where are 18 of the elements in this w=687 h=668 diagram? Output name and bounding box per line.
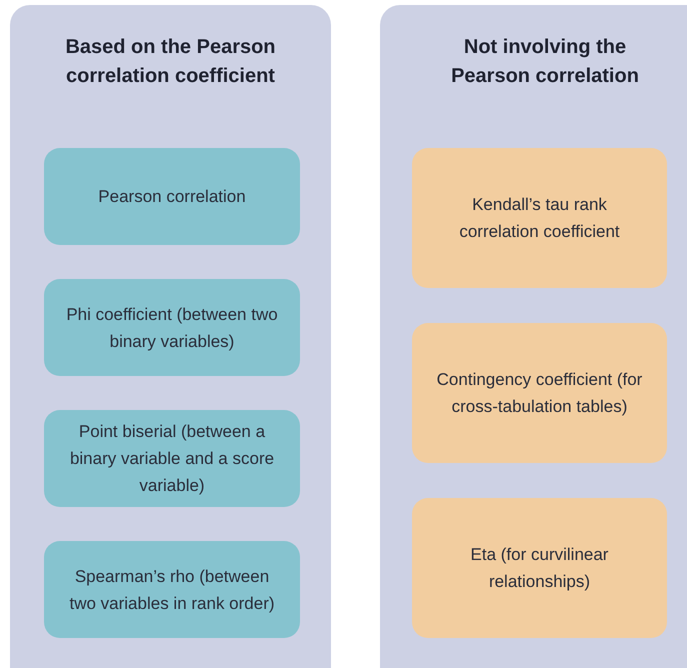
method-label: Pearson correlation: [98, 186, 246, 208]
method-label: Eta (for curvilinear relationships): [470, 544, 610, 593]
group-panel: [380, 5, 687, 668]
method-box: [44, 541, 300, 638]
method-label: Contingency coefficient (for cross-tabulation tables): [436, 369, 644, 418]
method-box: [412, 323, 667, 463]
method-box: [44, 148, 300, 245]
method-box: [44, 410, 300, 507]
method-label: Kendall’s tau rank correlation coefficient: [458, 194, 621, 243]
method-box: [412, 498, 667, 638]
group-panel: [10, 5, 331, 668]
method-label: Point biserial (between a binary variable and a score variable): [68, 421, 276, 497]
method-box: [412, 148, 667, 288]
method-label: Spearman’s rho (between two variables in rank order): [68, 566, 276, 614]
panel-heading: Based on the Pearson correlation coefficient: [64, 35, 277, 89]
method-label: Phi coefficient (between two binary variables): [65, 304, 279, 352]
panel-heading: Not involving the Pearson correlation: [450, 35, 640, 89]
method-box: [44, 279, 300, 376]
